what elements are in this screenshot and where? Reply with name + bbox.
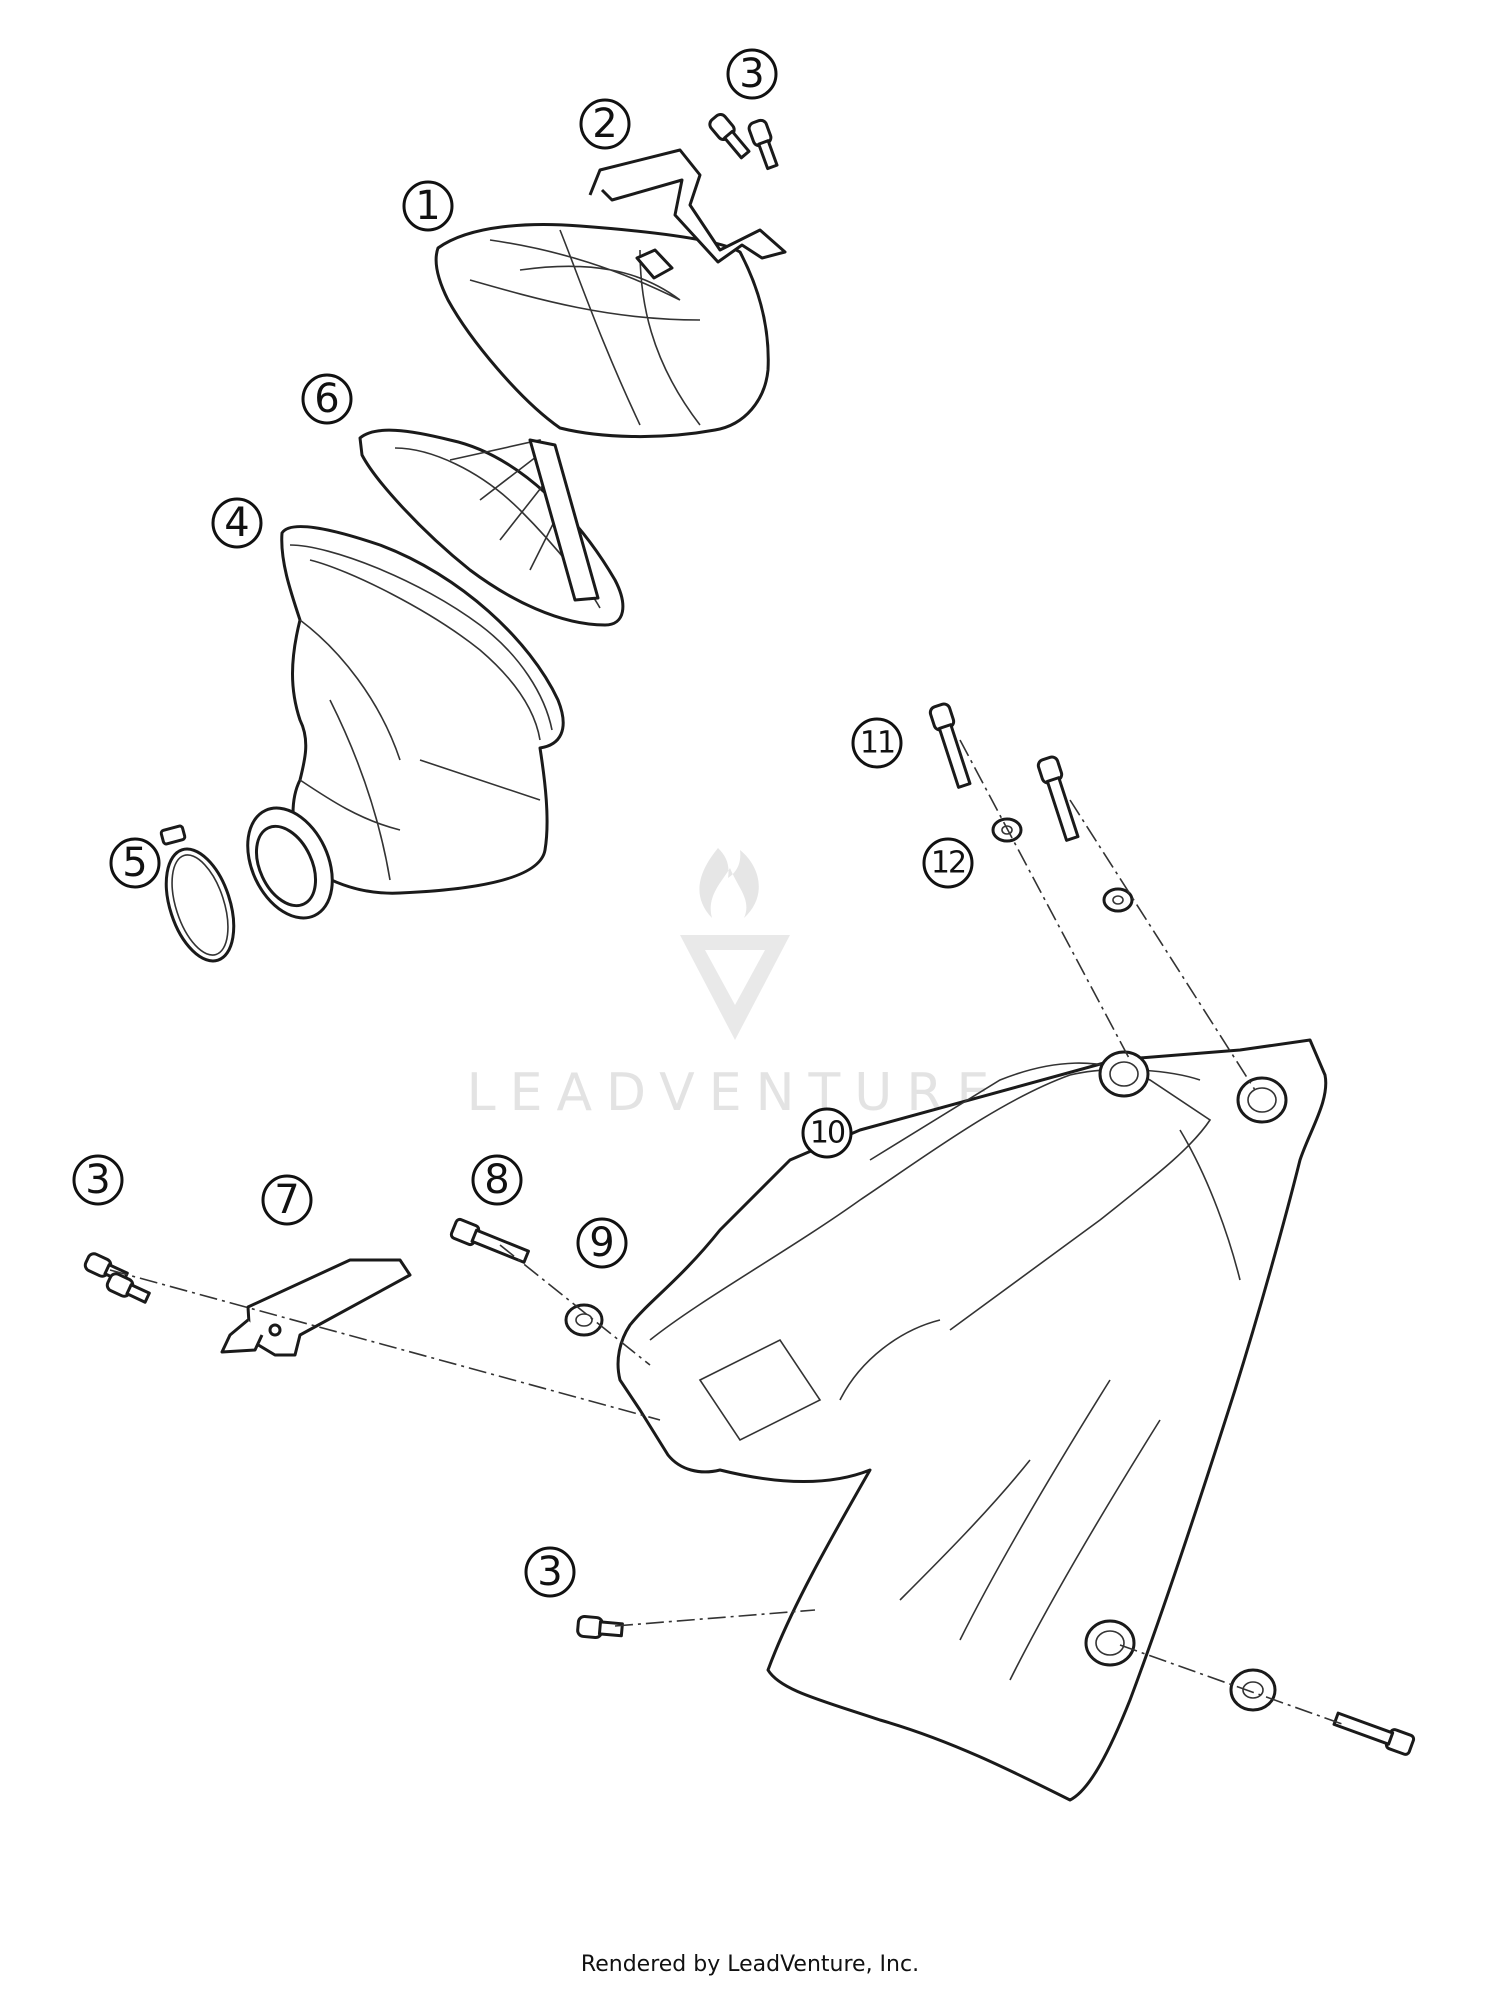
flame-icon [699,848,759,918]
part-2-wire-bracket [588,148,787,264]
callout-5: 5 [109,837,161,889]
part-3-screws-top [708,112,779,171]
part-4-intake-mouth [246,806,334,920]
callout-3-bottom: 3 [524,1546,576,1598]
callout-9: 9 [576,1217,628,1269]
callout-2: 2 [579,98,631,150]
part-7-bracket [220,1258,412,1357]
watermark-text: LEADVENTURE [467,1063,1004,1123]
svg-text:3: 3 [85,1157,110,1203]
callout-10: 10 [801,1107,853,1159]
callout-1: 1 [402,180,454,232]
svg-text:3: 3 [739,51,764,97]
part-11-screws [928,702,1080,842]
svg-text:6: 6 [314,376,339,422]
assembly-axis-lines [109,739,1346,1726]
svg-text:4: 4 [224,500,249,546]
v-logo-icon [680,935,790,1040]
part-3-screws-left [83,1252,151,1304]
svg-text:9: 9 [589,1220,614,1266]
svg-text:8: 8 [484,1157,509,1203]
callout-11: 11 [851,717,903,769]
part-1-filter-box-cover [434,223,770,439]
callout-7: 7 [261,1174,313,1226]
part-3-screw-bottom [576,1614,624,1640]
svg-text:11: 11 [860,726,894,761]
callout-12: 12 [922,837,974,889]
part-8-bolt [449,1217,530,1264]
part-6-filter-cage [358,428,625,627]
footer-credit: Rendered by LeadVenture, Inc. [580,1952,920,1977]
part-4-intake-boot [280,525,565,895]
callout-4: 4 [211,497,263,549]
svg-text:12: 12 [931,846,965,881]
part-10-air-box [616,1038,1328,1802]
callout-6: 6 [301,373,353,425]
leadventure-watermark: LEADVENTURE [467,848,1004,1123]
part-5-hose-clamp [159,824,236,963]
svg-text:2: 2 [592,101,617,147]
svg-text:7: 7 [274,1177,299,1223]
svg-text:3: 3 [537,1549,562,1595]
bolt-bottom-right [1332,1711,1416,1756]
part-9-grommet [564,1303,604,1337]
svg-text:10: 10 [810,1116,845,1151]
callout-3-top: 3 [726,48,778,100]
svg-text:1: 1 [415,183,440,229]
callout-3-left: 3 [72,1154,124,1206]
svg-text:5: 5 [122,840,147,886]
callout-8: 8 [471,1154,523,1206]
grommet-bottom-right [1229,1668,1277,1712]
